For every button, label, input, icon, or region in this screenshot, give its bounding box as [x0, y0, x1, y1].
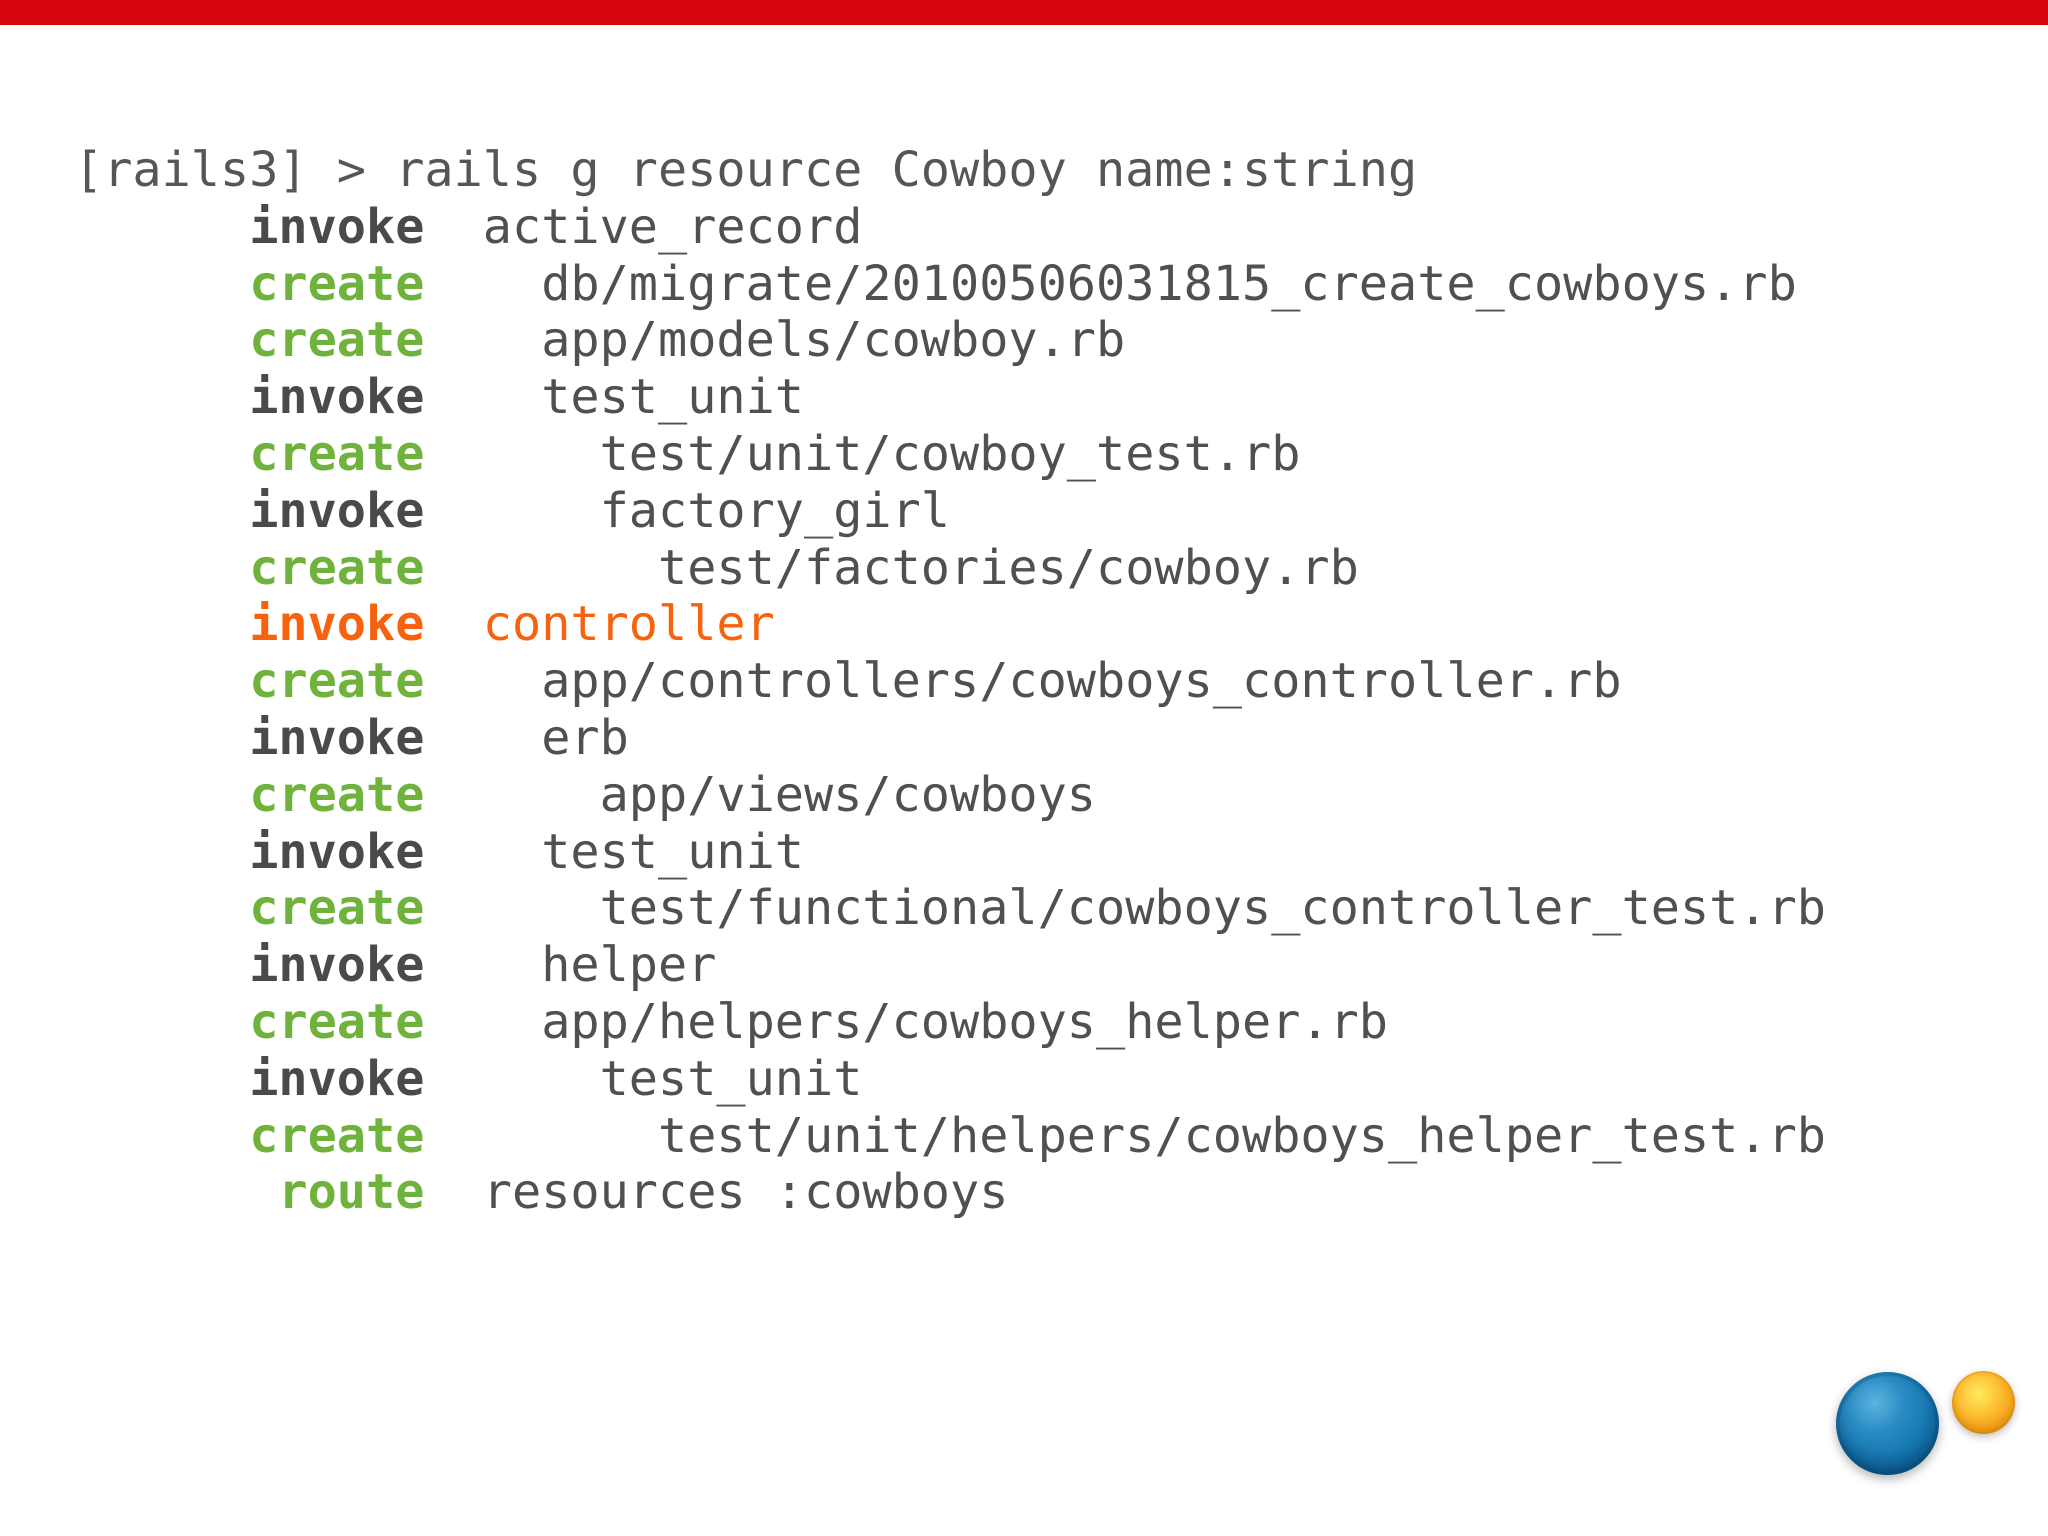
output-verb: invoke [74, 198, 425, 255]
output-line: invoke erb [74, 710, 1826, 767]
output-subject: factory_girl [424, 482, 950, 539]
output-line: invoke controller [74, 596, 1826, 653]
output-line: invoke helper [74, 937, 1826, 994]
output-subject: resources :cowboys [424, 1164, 1009, 1221]
output-subject: test_unit [424, 823, 804, 880]
output-line: invoke test_unit [74, 824, 1826, 881]
output-subject: app/models/cowboy.rb [424, 312, 1126, 369]
terminal-output: [rails3] > rails g resource Cowboy name:… [74, 142, 1826, 1221]
output-line: route resources :cowboys [74, 1164, 1826, 1221]
output-line: create test/factories/cowboy.rb [74, 540, 1826, 597]
output-verb: create [74, 255, 425, 312]
output-subject: test/unit/helpers/cowboys_helper_test.rb [424, 1107, 1826, 1164]
output-subject: app/controllers/cowboys_controller.rb [424, 653, 1622, 710]
output-verb: invoke [74, 1050, 425, 1107]
output-line: invoke test_unit [74, 1051, 1826, 1108]
output-subject: test_unit [424, 369, 804, 426]
output-subject: controller [424, 596, 775, 653]
output-subject: test/factories/cowboy.rb [424, 539, 1359, 596]
output-line: create app/models/cowboy.rb [74, 312, 1826, 369]
output-verb: create [74, 312, 425, 369]
output-verb: create [74, 539, 425, 596]
output-line: invoke test_unit [74, 369, 1826, 426]
output-line: [rails3] > rails g resource Cowboy name:… [74, 142, 1826, 199]
output-line: create test/functional/cowboys_controlle… [74, 880, 1826, 937]
output-subject: active_record [424, 198, 863, 255]
output-subject: test/unit/cowboy_test.rb [424, 425, 1301, 482]
output-subject: test_unit [424, 1050, 863, 1107]
top-accent-bar [0, 0, 2048, 25]
output-verb: create [74, 766, 425, 823]
output-line: create test/unit/cowboy_test.rb [74, 426, 1826, 483]
output-subject: db/migrate/20100506031815_create_cowboys… [424, 255, 1797, 312]
orange-sphere-icon [1952, 1371, 2015, 1434]
output-verb: create [74, 653, 425, 710]
output-line: create app/controllers/cowboys_controlle… [74, 653, 1826, 710]
output-subject: helper [424, 937, 717, 994]
output-verb: create [74, 425, 425, 482]
blue-sphere-icon [1836, 1372, 1939, 1475]
output-verb: create [74, 880, 425, 937]
output-verb: create [74, 1107, 425, 1164]
output-verb: invoke [74, 709, 425, 766]
output-line: create app/helpers/cowboys_helper.rb [74, 994, 1826, 1051]
output-line: create app/views/cowboys [74, 767, 1826, 824]
output-subject: [rails3] > rails g resource Cowboy name:… [74, 142, 1418, 198]
output-verb: create [74, 993, 425, 1050]
output-verb: invoke [74, 937, 425, 994]
output-subject: test/functional/cowboys_controller_test.… [424, 880, 1826, 937]
output-line: invoke active_record [74, 199, 1826, 256]
output-verb: invoke [74, 823, 425, 880]
output-line: invoke factory_girl [74, 483, 1826, 540]
output-subject: erb [424, 709, 629, 766]
output-line: create db/migrate/20100506031815_create_… [74, 256, 1826, 313]
output-verb: invoke [74, 482, 425, 539]
output-verb: invoke [74, 596, 425, 653]
output-subject: app/helpers/cowboys_helper.rb [424, 993, 1388, 1050]
output-verb: route [74, 1164, 425, 1221]
output-verb: invoke [74, 369, 425, 426]
output-line: create test/unit/helpers/cowboys_helper_… [74, 1108, 1826, 1165]
output-subject: app/views/cowboys [424, 766, 1096, 823]
